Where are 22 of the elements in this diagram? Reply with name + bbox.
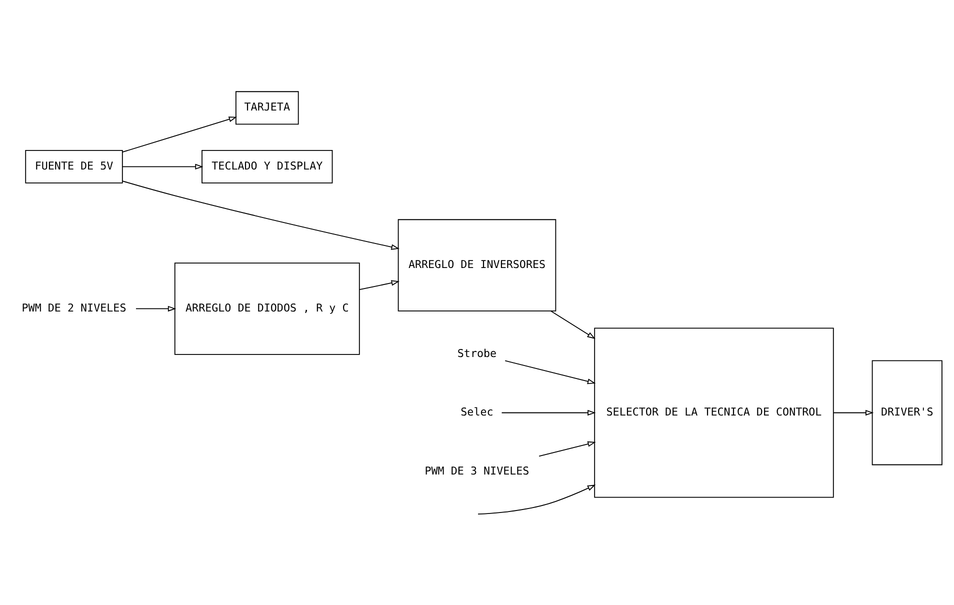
arrow xyxy=(122,180,400,250)
arrow xyxy=(478,484,596,514)
node-box: ARREGLO DE INVERSORES xyxy=(398,218,556,311)
arrow xyxy=(550,310,596,338)
node-text: PWM DE 2 NIVELES xyxy=(22,301,126,314)
node-box: TECLADO Y DISPLAY xyxy=(202,149,333,183)
node-text: PWM DE 3 NIVELES xyxy=(424,464,530,477)
arrow xyxy=(122,163,204,170)
node-box: TARJETA xyxy=(235,90,299,124)
node-text: Selec xyxy=(460,405,494,418)
arrow xyxy=(538,440,596,456)
node-box: SELECTOR DE LA TECNICA DE CONTROL xyxy=(594,327,834,498)
node-text: Strobe xyxy=(457,346,497,360)
node-box: FUENTE DE 5V xyxy=(25,149,123,183)
node-box: DRIVER'S xyxy=(872,360,942,465)
arrow xyxy=(501,409,596,416)
node-box: ARREGLO DE DIODOS , R y C xyxy=(174,262,360,354)
arrow xyxy=(833,409,874,416)
arrow xyxy=(122,116,237,152)
arrow xyxy=(359,280,400,290)
arrow xyxy=(136,305,176,312)
arrow xyxy=(504,360,596,384)
